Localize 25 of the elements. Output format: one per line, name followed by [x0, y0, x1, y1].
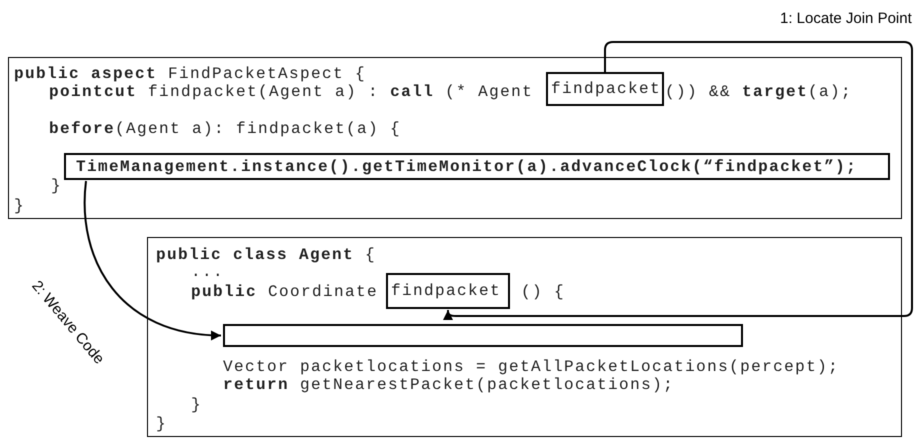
code-line: } — [156, 414, 168, 434]
code-line: } — [51, 176, 62, 196]
code-line: public class Agent { — [156, 245, 376, 265]
code-line: public aspect FindPacketAspect { — [14, 64, 366, 84]
code-line: Vector packetlocations = getAllPacketLocations(percept); — [223, 357, 840, 377]
code-listing-box — [147, 237, 902, 437]
code-listing-box — [8, 57, 902, 219]
code-line: () { — [521, 282, 566, 302]
code-line: TimeManagement.instance().getTimeMonitor(a).advanceClock(“findpacket”); — [76, 157, 858, 177]
code-line: ()) && target(a); — [665, 82, 852, 102]
arrow — [443, 41, 913, 320]
code-line: findpacket — [391, 281, 502, 301]
code-line: } — [14, 196, 26, 216]
highlight-box — [64, 153, 890, 180]
arrow — [84, 180, 222, 340]
code-line: pointcut findpacket(Agent a) : call (* Agent — [49, 82, 534, 102]
code-line: findpacket — [551, 79, 662, 99]
code-line: } — [191, 395, 202, 415]
code-line: before(Agent a): findpacket(a) { — [49, 119, 402, 139]
code-line: ... — [191, 262, 224, 282]
code-line: return getNearestPacket(packetlocations); — [223, 375, 674, 395]
highlight-box — [546, 72, 664, 106]
empty-box — [223, 324, 743, 347]
highlight-box — [386, 273, 510, 309]
code-line: public Coordinate — [191, 282, 378, 302]
